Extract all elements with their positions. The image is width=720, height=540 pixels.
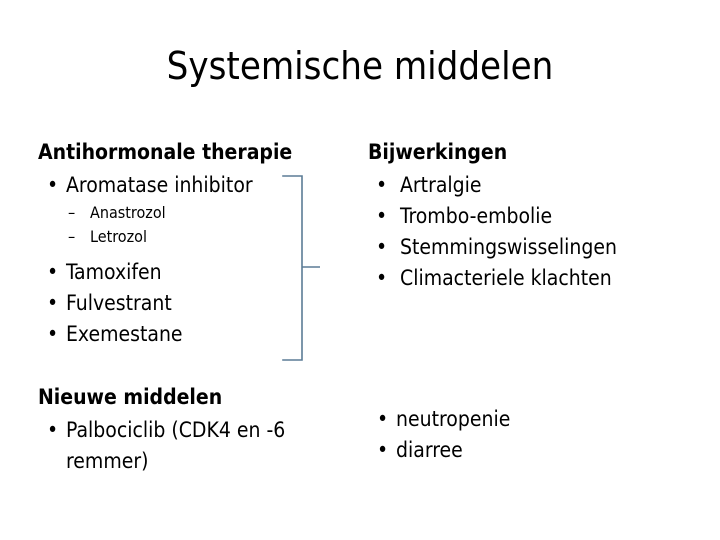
list-item: – Letrozol xyxy=(38,225,338,249)
page-title: Systemische middelen xyxy=(166,44,554,88)
nieuwe-bijwerkingen-bullet-list: • neutropenie • diarree xyxy=(368,404,698,466)
nieuwe-middelen-heading: Nieuwe middelen xyxy=(38,385,223,409)
bullet-dot-icon: • xyxy=(376,173,388,197)
list-item-label: Palbociclib (CDK4 en -6 remmer) xyxy=(66,418,286,473)
bullet-dot-icon: • xyxy=(47,260,59,284)
list-item: – Anastrozol xyxy=(38,201,338,225)
bullet-dot-icon: • xyxy=(377,438,389,462)
dash-marker-icon: – xyxy=(68,227,76,246)
list-item: • Palbociclib (CDK4 en -6 remmer) xyxy=(38,415,338,477)
list-item: • Tamoxifen xyxy=(38,257,338,288)
bullet-dot-icon: • xyxy=(377,407,389,431)
list-item-label: neutropenie xyxy=(396,407,511,431)
list-item: • Stemmingswisselingen xyxy=(368,232,698,263)
left-column-heading: Antihormonale therapie xyxy=(38,140,293,164)
list-item-label: Artralgie xyxy=(400,173,482,197)
list-item-label: Anastrozol xyxy=(90,203,166,222)
left-column: Antihormonale therapie • Aromatase inhib… xyxy=(38,138,338,350)
list-item-label: diarree xyxy=(396,438,463,462)
list-item: • neutropenie xyxy=(368,404,698,435)
brace-path xyxy=(282,175,320,361)
list-item-label: Climacteriele klachten xyxy=(400,266,612,290)
list-item: • Trombo-embolie xyxy=(368,201,698,232)
list-item-label: Fulvestrant xyxy=(66,291,172,315)
left-bottom-bullet-list: • Tamoxifen • Fulvestrant • Exemestane xyxy=(38,257,338,350)
list-item-label: Trombo-embolie xyxy=(400,204,553,228)
bullet-dot-icon: • xyxy=(47,322,59,346)
list-item: • Climacteriele klachten xyxy=(368,263,698,294)
list-item-label: Exemestane xyxy=(66,322,183,346)
list-item: • diarree xyxy=(368,435,698,466)
nieuwe-middelen-bullet-list: • Palbociclib (CDK4 en -6 remmer) xyxy=(38,415,338,477)
left-sub-bullet-list: – Anastrozol – Letrozol xyxy=(38,201,338,249)
bullet-dot-icon: • xyxy=(47,418,59,442)
right-column-second-block: • neutropenie • diarree xyxy=(368,404,698,466)
right-column-heading: Bijwerkingen xyxy=(368,140,508,164)
list-item: • Exemestane xyxy=(38,319,338,350)
left-column-second-block: Nieuwe middelen • Palbociclib (CDK4 en -… xyxy=(38,383,338,477)
list-item-label: Aromatase inhibitor xyxy=(66,173,253,197)
dash-marker-icon: – xyxy=(68,203,76,222)
bullet-dot-icon: • xyxy=(47,291,59,315)
bullet-dot-icon: • xyxy=(376,204,388,228)
bullet-dot-icon: • xyxy=(376,235,388,259)
bullet-dot-icon: • xyxy=(376,266,388,290)
right-column: Bijwerkingen • Artralgie • Trombo-emboli… xyxy=(368,138,698,294)
list-item-label: Stemmingswisselingen xyxy=(400,235,618,259)
list-item: • Artralgie xyxy=(368,170,698,201)
bijwerkingen-bullet-list: • Artralgie • Trombo-embolie • Stemmings… xyxy=(368,170,698,294)
bullet-dot-icon: • xyxy=(47,173,59,197)
left-top-bullet-list: • Aromatase inhibitor xyxy=(38,170,338,201)
blue-brace-connector xyxy=(282,175,320,361)
list-item-label: Letrozol xyxy=(90,227,147,246)
list-item: • Fulvestrant xyxy=(38,288,338,319)
list-item: • Aromatase inhibitor xyxy=(38,170,338,201)
list-item-label: Tamoxifen xyxy=(66,260,162,284)
